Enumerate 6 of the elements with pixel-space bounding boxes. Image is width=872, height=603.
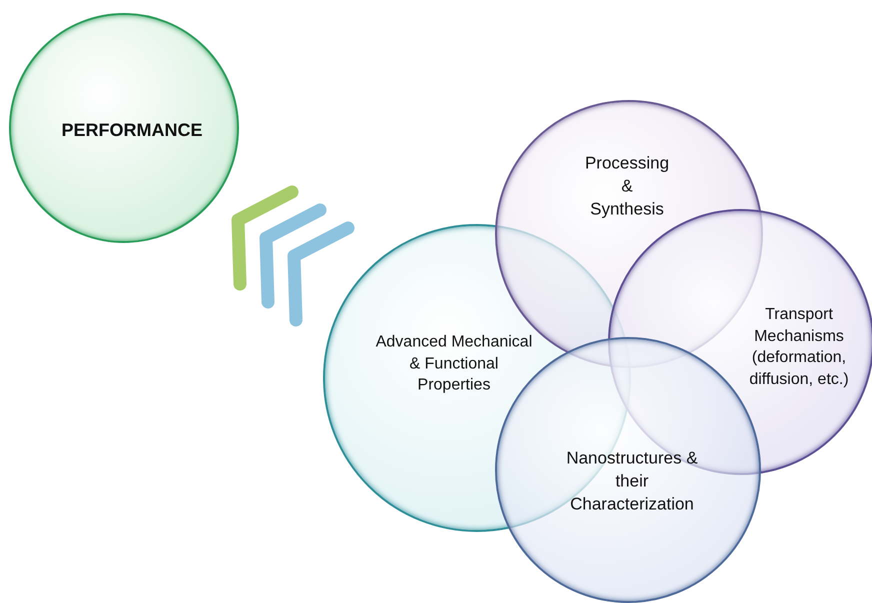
- chevron-arrow: [232, 186, 354, 326]
- circle-label: PERFORMANCE: [60, 118, 204, 142]
- circle-label: Advanced Mechanical & Functional Properties: [374, 332, 534, 396]
- circle-label: Transport Mechanisms (deformation, diffusion, etc.): [748, 304, 850, 390]
- circle-label: Processing & Synthesis: [584, 152, 670, 220]
- circle-label: Nanostructures & their Characterization: [565, 448, 699, 516]
